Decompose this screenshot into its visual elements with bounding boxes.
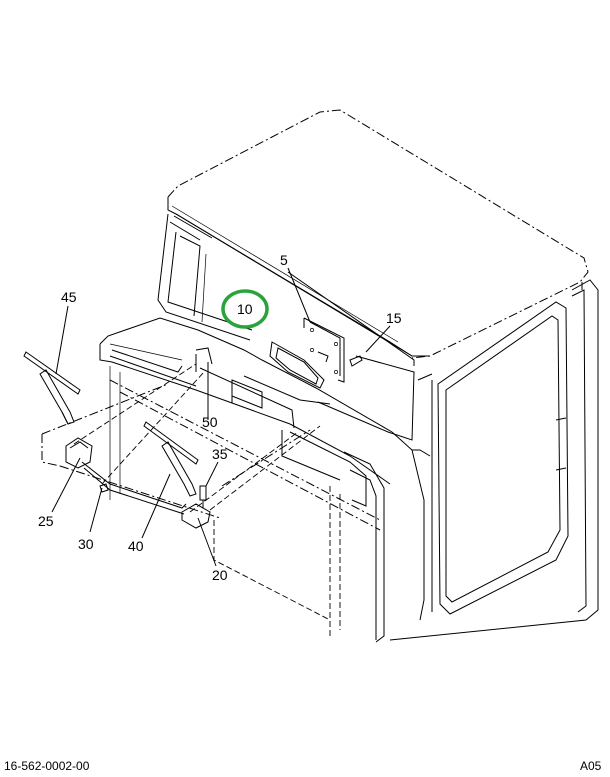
highlight-circle <box>221 289 269 329</box>
callout-10: 10 <box>237 301 253 317</box>
windshield-frame <box>157 213 415 441</box>
callout-leaders <box>51 267 391 567</box>
cab-door <box>389 279 599 641</box>
access-panel-assembly <box>269 317 363 389</box>
wiper-arm-right <box>143 421 199 497</box>
callout-40: 40 <box>128 538 144 554</box>
cab-roof <box>167 109 589 359</box>
part-number: 16-562-0002-00 <box>4 759 90 773</box>
callout-20: 20 <box>212 567 228 583</box>
callout-50: 50 <box>202 414 218 430</box>
chassis-outline <box>41 379 381 531</box>
callout-45: 45 <box>61 289 77 305</box>
callout-25: 25 <box>38 513 54 529</box>
wiper-arm-left <box>23 351 81 425</box>
cowl-panel <box>99 317 393 507</box>
callout-15: 15 <box>386 310 402 326</box>
wiper-linkage <box>65 437 211 529</box>
assembly-leaders <box>73 363 321 513</box>
callout-35: 35 <box>212 446 228 462</box>
callout-30: 30 <box>78 536 94 552</box>
front-fender <box>213 431 431 643</box>
callout-5: 5 <box>280 252 288 268</box>
revision-code: A05 <box>580 759 602 773</box>
